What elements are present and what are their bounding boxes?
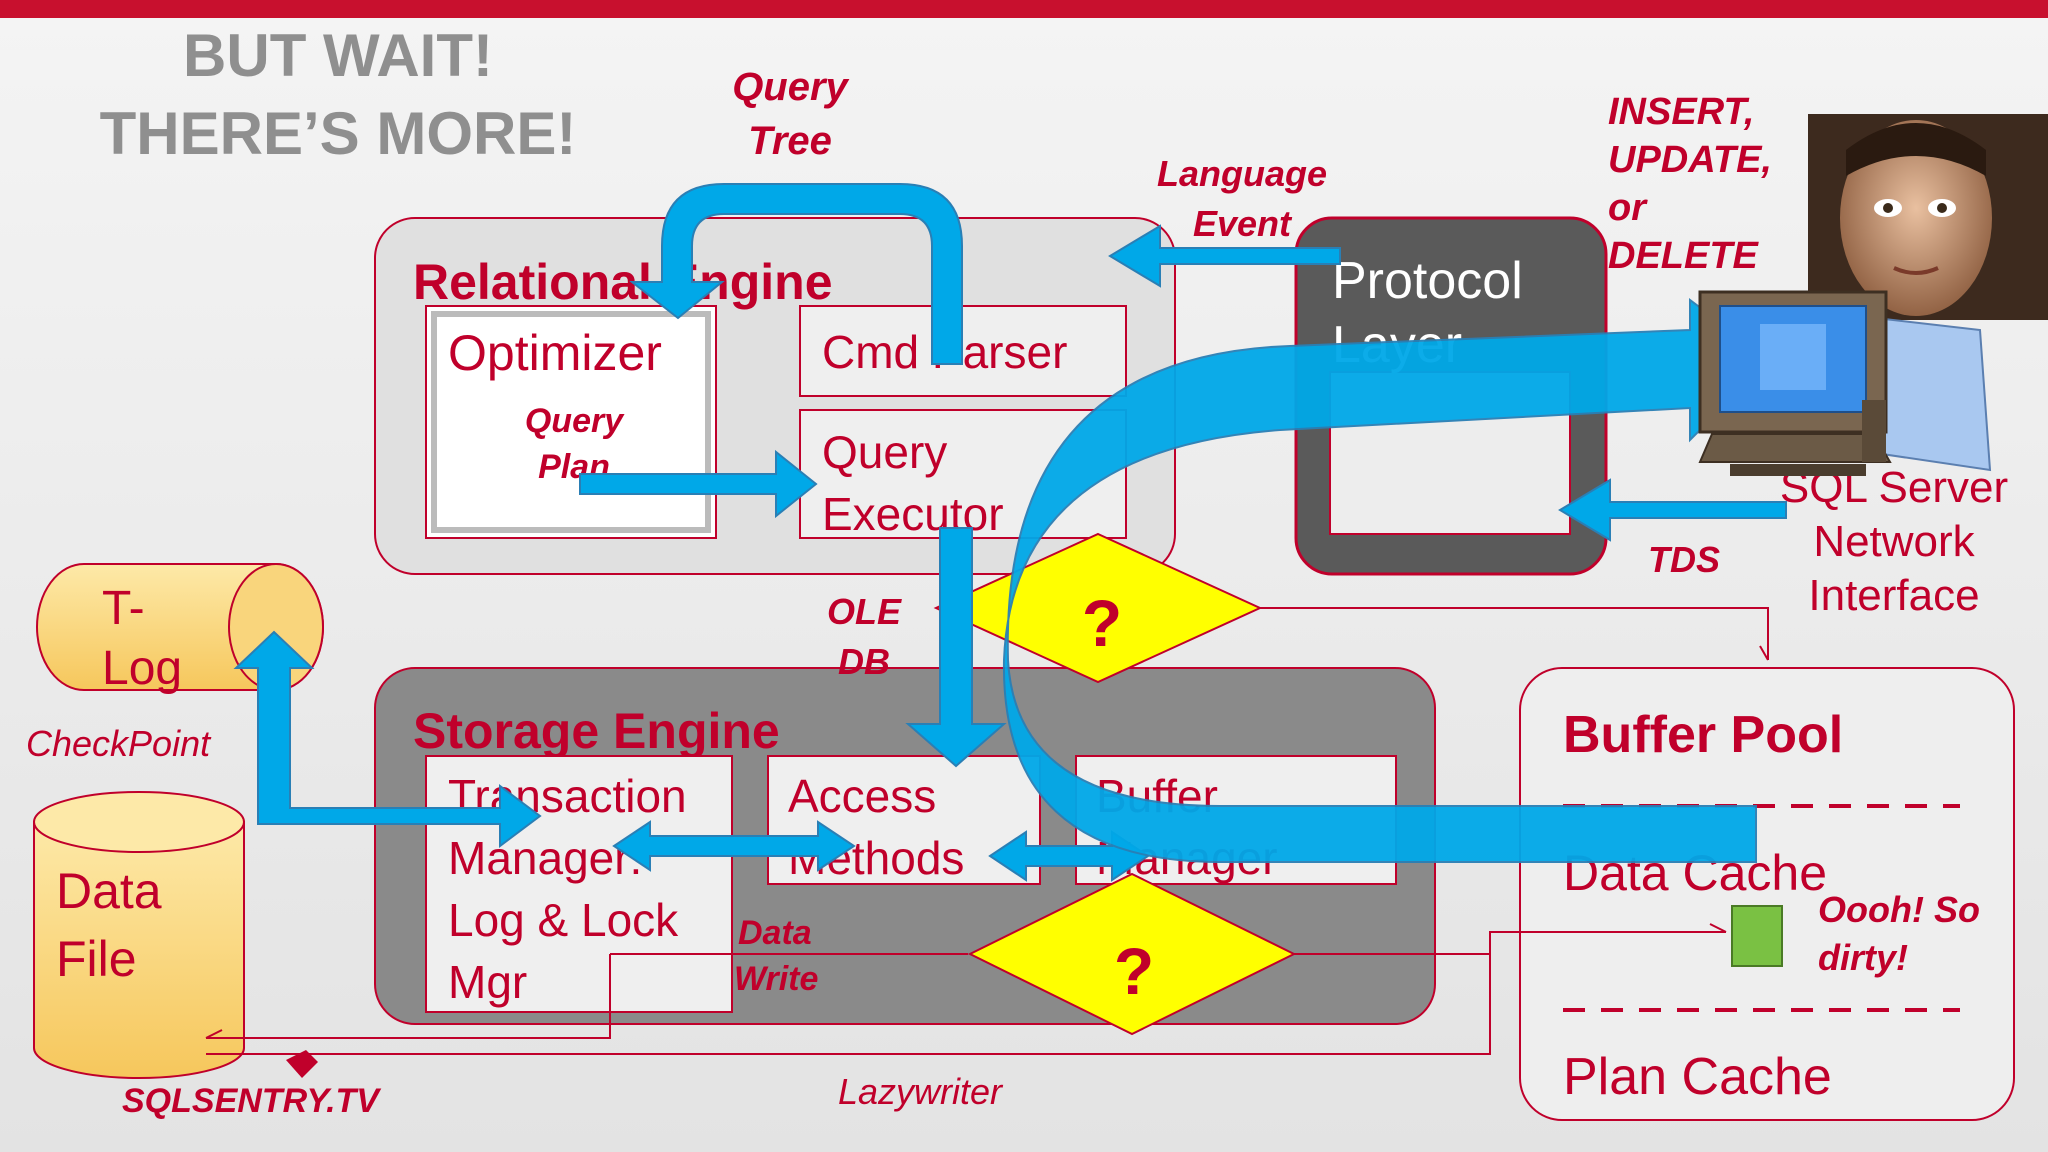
- buffer-pool-box: [1519, 667, 2015, 1121]
- query-plan-label-l1: Query: [525, 402, 625, 440]
- query-tree-label-l2: Tree: [748, 119, 832, 163]
- dml-label-l4: DELETE: [1608, 235, 1760, 277]
- dml-label-l3: or: [1608, 187, 1648, 229]
- optimizer-bevel: [431, 311, 711, 533]
- plan-cache-label: Plan Cache: [1563, 1048, 1832, 1106]
- txn-access-double-arrow: [612, 820, 856, 872]
- query-plan-arrow: [579, 449, 818, 519]
- data-write-label-l2: Write: [734, 960, 818, 998]
- data-write-label-l1: Data: [738, 914, 812, 952]
- language-event-arrow: [1108, 224, 1341, 288]
- optimizer-label: Optimizer: [448, 325, 662, 381]
- slide-title-line1: BUT WAIT!: [183, 22, 493, 89]
- checkpoint-label: CheckPoint: [26, 723, 212, 764]
- sqlsentry-logo: SQLSENTRY.TV: [122, 1050, 382, 1120]
- data-file-label-l1: Data: [56, 863, 162, 919]
- tds-arrow: [1558, 478, 1787, 542]
- storage-engine-title: Storage Engine: [413, 703, 780, 759]
- checkpoint-arrow: [233, 630, 542, 848]
- dml-label-l2: UPDATE,: [1608, 139, 1772, 181]
- language-event-label-l2: Event: [1193, 203, 1293, 244]
- transaction-manager-label-l4: Mgr: [448, 956, 527, 1008]
- decision-lower-question: ?: [1114, 934, 1154, 1008]
- query-executor-label-l1: Query: [822, 426, 947, 478]
- dirty-page-icon: [1731, 905, 1783, 967]
- oooh-label-l2: dirty!: [1818, 937, 1908, 978]
- access-methods-box: [767, 755, 1041, 885]
- buffer-pool-title: Buffer Pool: [1563, 706, 1843, 764]
- network-interface-label-l2: Network: [1813, 517, 1975, 566]
- query-executor-label-l2: Executor: [822, 488, 1004, 540]
- sqlsentry-logo-text: SQLSENTRY.TV: [122, 1082, 382, 1120]
- decision-upper-question: ?: [1082, 586, 1122, 660]
- tlog-label-l1: T-: [102, 582, 145, 635]
- dml-label-l1: INSERT,: [1608, 91, 1754, 133]
- ole-db-label-l1: OLE: [827, 591, 902, 632]
- access-methods-label-l1: Access: [788, 770, 936, 822]
- slide-title-line2: THERE’S MORE!: [100, 100, 577, 167]
- transaction-manager-label-l2: Manager:: [448, 832, 642, 884]
- top-accent-bar: [0, 0, 2048, 18]
- relational-engine-title: Relational Engine: [413, 254, 833, 310]
- computer-icon: [1698, 290, 1992, 476]
- optimizer-box: [425, 305, 717, 539]
- sheldon-photo: [1808, 114, 2048, 320]
- decision-diamond-lower: [967, 872, 1297, 1036]
- query-tree-label-l1: Query: [732, 65, 849, 109]
- ole-db-arrow: [905, 527, 1007, 768]
- transaction-manager-box: [425, 755, 733, 1013]
- language-event-label-l1: Language: [1157, 153, 1327, 194]
- tlog-label-l2: Log: [102, 642, 182, 695]
- transaction-manager-label-l3: Log & Lock: [448, 894, 679, 946]
- lazywriter-connectors: [205, 607, 1769, 1055]
- ole-db-label-l2: DB: [838, 641, 890, 682]
- protocol-layer-label-l1: Protocol: [1332, 252, 1523, 310]
- lazywriter-label: Lazywriter: [838, 1071, 1004, 1112]
- flow-arrows: [233, 183, 1787, 882]
- data-file-cylinder: [33, 791, 245, 1079]
- tds-label: TDS: [1648, 539, 1720, 580]
- network-interface-label-l3: Interface: [1808, 571, 1979, 620]
- query-tree-arrow: [629, 183, 963, 365]
- oooh-label-l1: Oooh! So: [1818, 889, 1980, 930]
- data-file-label-l2: File: [56, 931, 137, 987]
